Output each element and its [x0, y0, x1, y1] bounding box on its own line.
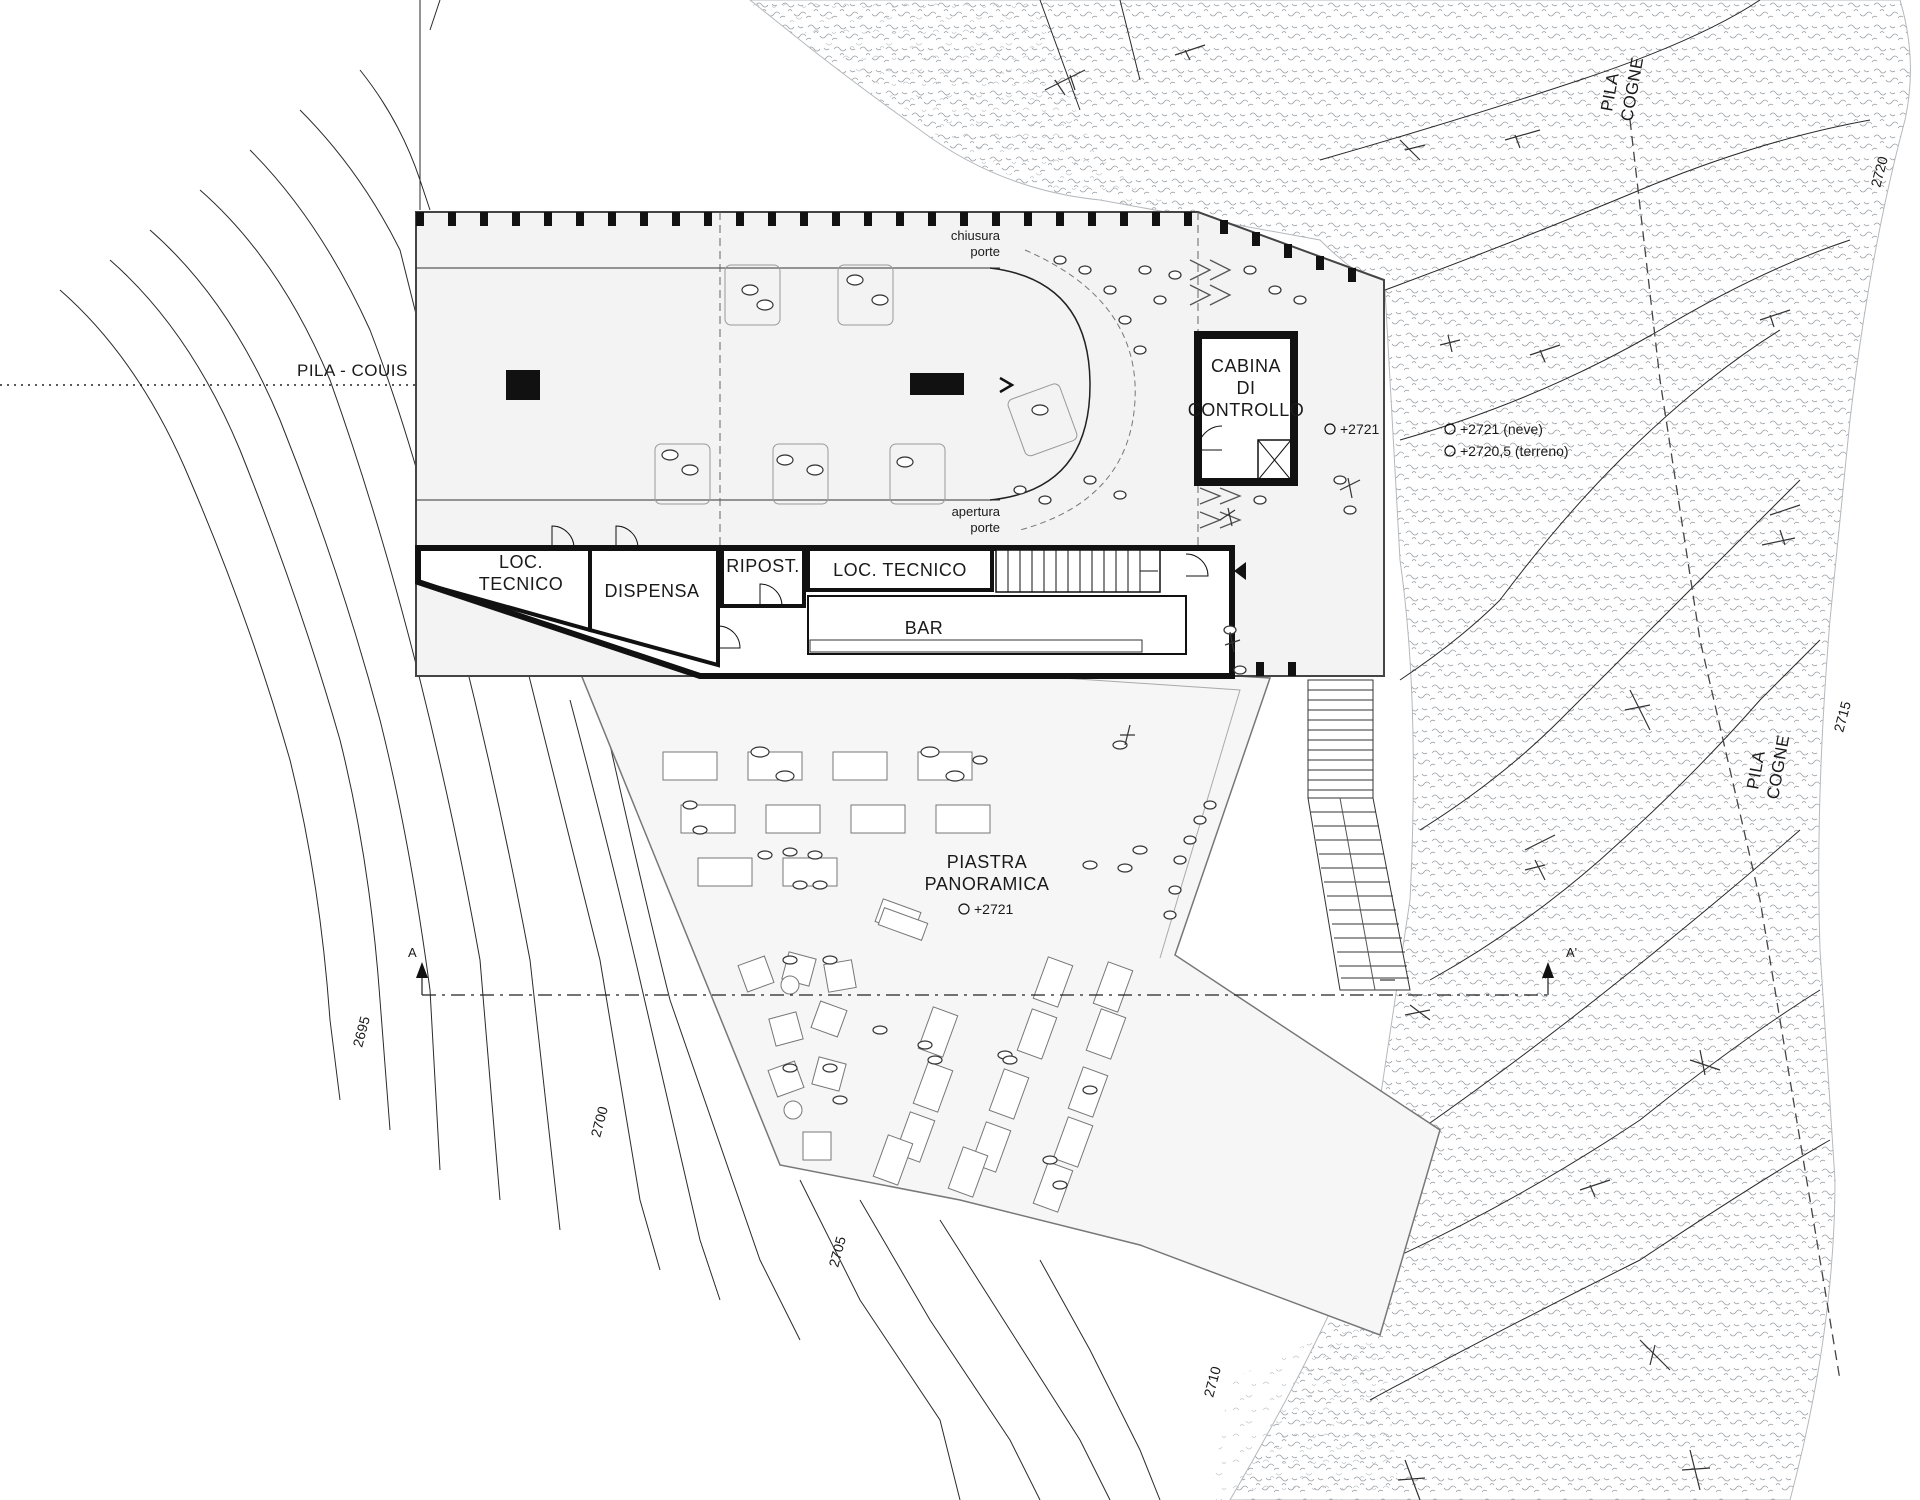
piastra-label-1: PIASTRA — [947, 852, 1028, 872]
loc-tecnico-1-label-1: LOC. — [499, 552, 543, 572]
interior-stair — [995, 549, 1161, 593]
contour-line — [1369, 1139, 1831, 1401]
contour-labels: 2695 2700 2705 2710 2715 2720 — [349, 154, 1891, 1398]
contour-label-2715: 2715 — [1830, 699, 1854, 733]
contour-line — [1319, 0, 1761, 161]
level-marker-icon — [958, 903, 970, 915]
contour-label-2705: 2705 — [825, 1234, 849, 1268]
contour-line — [149, 229, 441, 1171]
drive-block-left — [506, 370, 540, 400]
section-label-a: A — [408, 945, 417, 960]
contour-line — [1384, 119, 1871, 291]
contour-line — [59, 289, 341, 1101]
snow-area-top-left — [740, 0, 1210, 220]
cable-direction-arrow — [999, 376, 1015, 394]
contour-line — [599, 699, 801, 1341]
contour-line — [199, 189, 501, 1201]
level-marker-icon — [1324, 423, 1336, 435]
contour-line — [799, 1179, 961, 1500]
contour-line — [1399, 329, 1781, 681]
contour-line — [1039, 1259, 1161, 1500]
bar-counter — [807, 595, 1187, 655]
door-swings — [551, 525, 1209, 649]
contour-label-2695: 2695 — [349, 1014, 373, 1048]
control-cabin-label-3: CONTROLLO — [1188, 400, 1305, 420]
chiusura-label-2: porte — [970, 244, 1000, 259]
contour-line — [1419, 479, 1801, 831]
control-cabin-label-1: CABINA — [1211, 356, 1281, 376]
station-level-label: +2721 — [1340, 421, 1380, 437]
skier-figures — [1044, 44, 1801, 1500]
ripost-label: RIPOST. — [726, 556, 800, 576]
apertura-label-1: apertura — [952, 504, 1001, 519]
contour-label-2700: 2700 — [587, 1104, 611, 1138]
loc-tecnico-2-label: LOC. TECNICO — [833, 560, 967, 580]
gondola-cabins — [654, 264, 1078, 505]
contour-line — [859, 1199, 1041, 1500]
contour-lines — [59, 0, 1871, 1500]
stair-lower-treads — [1311, 811, 1409, 979]
bar-counter-inner — [809, 639, 1143, 653]
contour-label-2720: 2720 — [1867, 154, 1891, 188]
annotations: chiusura porte apertura porte — [951, 228, 1001, 535]
ground-level-label: +2720,5 (terreno) — [1460, 443, 1569, 459]
contour-label-2710: 2710 — [1200, 1364, 1224, 1398]
contour-line — [299, 109, 421, 331]
loc-tecnico-1-label-2: TECNICO — [479, 574, 564, 594]
control-cabin-walls — [1194, 331, 1298, 486]
lift-shaft — [1257, 439, 1292, 481]
piastra-label-2: PANORAMICA — [925, 874, 1050, 894]
ripost-walls — [720, 546, 806, 608]
pila-cogne-cable-line — [1629, 119, 1841, 1381]
chiusura-label-1: chiusura — [951, 228, 1001, 243]
interior-stair-treads — [1007, 550, 1158, 592]
level-marker-icon — [1444, 423, 1456, 435]
section-label-a-prime: A' — [1566, 945, 1577, 960]
people-figures — [661, 255, 1357, 1190]
loc-tecnico-2-walls — [806, 546, 994, 592]
contour-line — [1399, 239, 1851, 441]
dispensa-walls — [588, 546, 720, 668]
contour-line — [1389, 989, 1821, 1261]
contour-line — [569, 699, 721, 1301]
snow-terrain — [740, 0, 1911, 1500]
bar-label: BAR — [905, 618, 944, 638]
contour-line — [1429, 639, 1821, 981]
contour-line — [519, 639, 661, 1271]
level-marker-icon — [1444, 445, 1456, 457]
exterior-stairs — [1307, 679, 1411, 991]
level-markers: +2721 +2721 (neve) +2720,5 (terreno) +27… — [958, 421, 1569, 917]
terrace-level-label: +2721 — [974, 901, 1014, 917]
contour-line — [429, 0, 441, 31]
entry-turnstiles — [1189, 259, 1242, 529]
control-cabin-label-2: DI — [1237, 378, 1256, 398]
contour-line — [1039, 0, 1141, 111]
contour-line — [1419, 829, 1801, 1131]
snow-area-lower — [1210, 1310, 1400, 1500]
drive-block-right — [910, 373, 964, 395]
entrance-arrow-icon — [1234, 562, 1246, 580]
contour-line — [109, 259, 391, 1131]
contour-line — [939, 1219, 1111, 1500]
door-sweep-dashed — [1019, 249, 1136, 531]
contour-line — [359, 69, 431, 211]
pila-couis-label: PILA - COUIS — [297, 361, 408, 380]
control-cabin-door — [1197, 425, 1223, 451]
stair-lower — [1307, 797, 1411, 991]
apertura-label-2: porte — [970, 520, 1000, 535]
cable-turn-loop — [989, 267, 1091, 501]
dispensa-label: DISPENSA — [604, 581, 699, 601]
service-block: LOC. TECNICO DISPENSA RIPOST. LOC. TECNI… — [415, 525, 1246, 679]
section-line: A A' — [408, 945, 1577, 996]
stair-upper-treads — [1308, 689, 1373, 791]
snow-level-label: +2721 (neve) — [1460, 421, 1543, 437]
control-cabin: CABINA DI CONTROLLO — [1188, 331, 1305, 486]
